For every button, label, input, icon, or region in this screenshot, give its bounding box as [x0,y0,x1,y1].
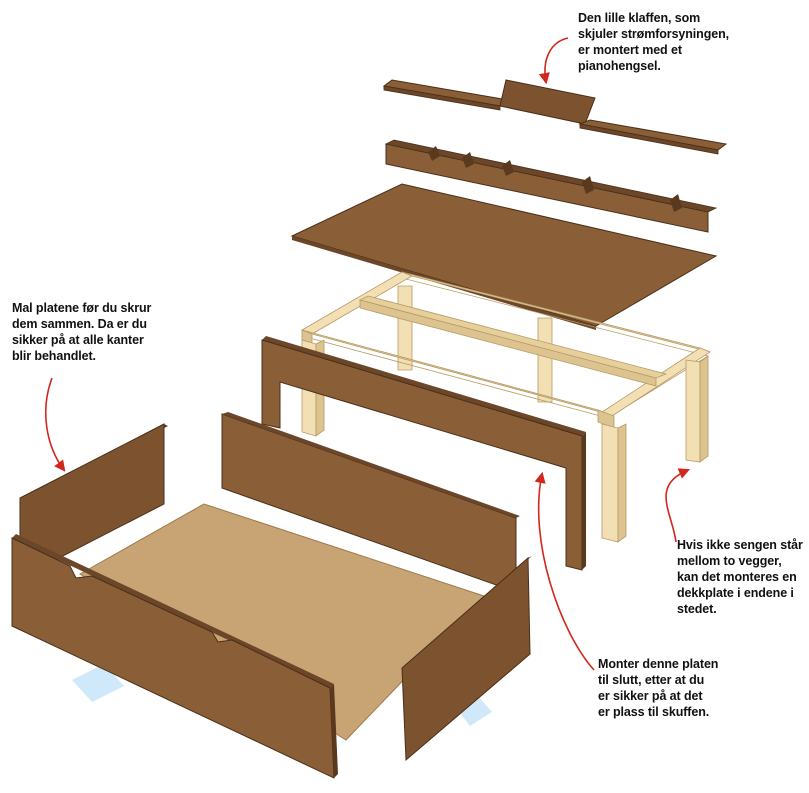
callout-line: sikker på at alle kanter [12,333,144,347]
piano-hinge-flap [499,79,596,125]
wooden-frame [300,271,711,543]
drawer-front-panel [11,534,338,779]
callout-line: stedet. [677,602,717,616]
front-panel [261,336,586,571]
callout-line: Monter denne platen [598,657,719,671]
callout-paint-first: Mal platene før du skrur dem sammen. Da … [12,300,151,364]
callout-line: dem sammen. Da er du [12,317,147,331]
back-rail [384,139,718,233]
callout-line: dekkplate i endene i [677,586,794,600]
callout-line: Mal platene før du skrur [12,301,152,315]
callout-line: mellom to vegger, [677,554,782,568]
flap-strip [382,79,728,155]
arrow-to-left-end [44,377,66,472]
callout-arrows [44,37,691,671]
callout-piano-hinge: Den lille klaffen, som skjuler strømfors… [578,10,729,74]
callout-end-cover: Hvis ikke sengen står mellom to vegger, … [677,537,803,617]
callout-line: Hvis ikke sengen står [677,538,803,552]
callout-line: til slutt, etter at du [598,673,705,687]
callout-line: er plass til skuffen. [598,705,710,719]
callout-line: er sikker på at det [598,689,703,703]
callout-line: pianohengsel. [578,59,661,73]
callout-mount-last: Monter denne platen til slutt, etter at … [598,656,718,720]
callout-line: blir behandlet. [12,349,96,363]
drawer-right-end [401,556,532,762]
callout-line: er montert med et [578,43,682,57]
arrow-to-frame-leg [665,468,691,543]
callout-line: Den lille klaffen, som [578,11,701,25]
callout-line: kan det monteres en [677,570,797,584]
callout-line: skjuler strømforsyningen, [578,27,730,41]
arrow-to-front-panel [534,471,595,671]
arrow-to-flap [538,37,569,85]
